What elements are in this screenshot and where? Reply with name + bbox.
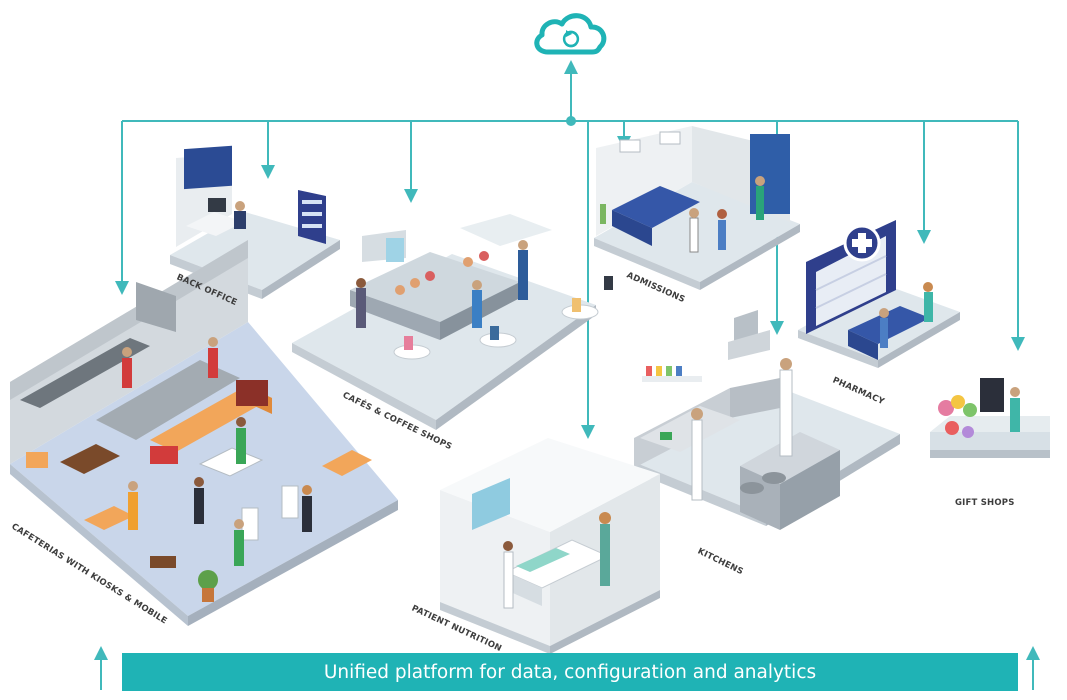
patient-nutrition-area [440, 438, 660, 654]
hub-dot [566, 116, 576, 126]
gift-shops-area [930, 378, 1050, 458]
platform-banner: Unified platform for data, configuration… [122, 653, 1018, 691]
kitchens-area [634, 310, 900, 530]
admissions-area [594, 126, 800, 290]
connector-lines [94, 60, 1040, 690]
pharmacy-area [798, 220, 960, 368]
platform-banner-text: Unified platform for data, configuration… [323, 661, 817, 683]
label-gift-shops: GIFT SHOPS [955, 498, 1015, 508]
cafeterias-area [10, 240, 398, 626]
cafes-area [292, 214, 613, 430]
cloud-sync-icon [534, 13, 607, 55]
